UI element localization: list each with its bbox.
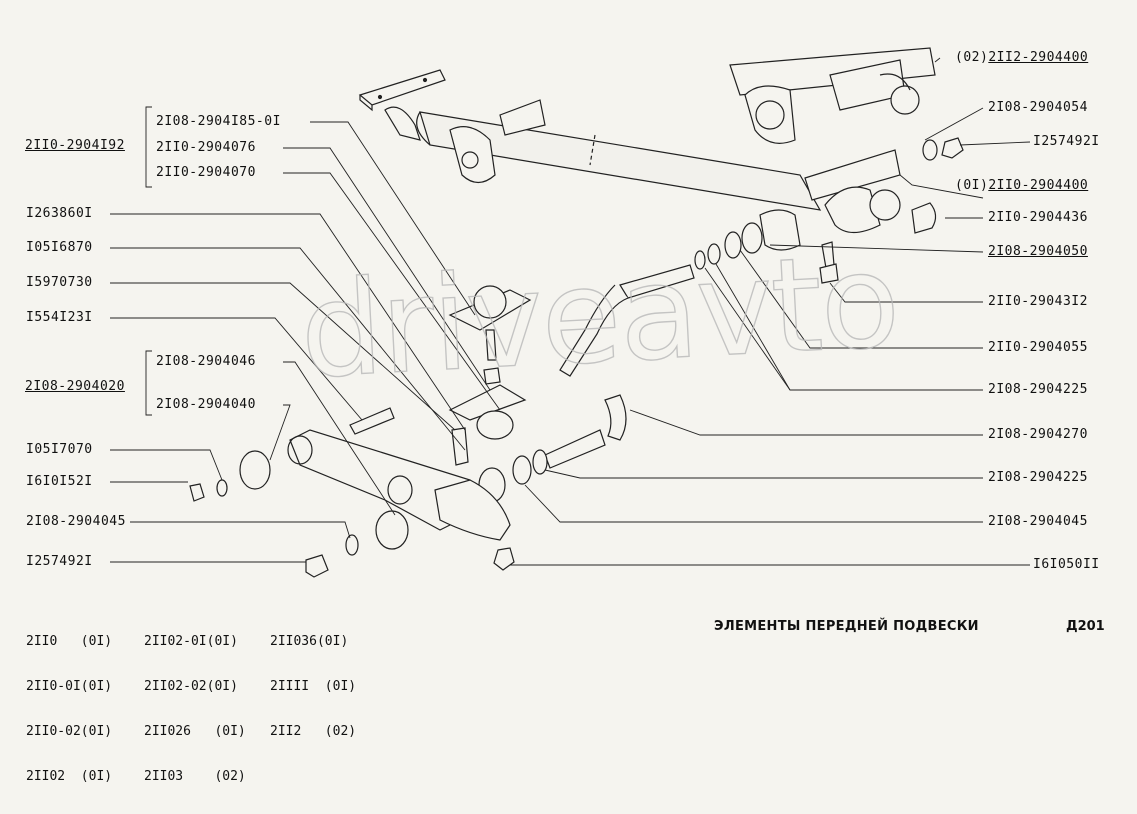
lower-arm (287, 429, 511, 541)
model-item: 2II2 (02) (270, 724, 357, 739)
label-r9: 2I08-2904225 (988, 382, 1088, 397)
label-r2: 2I08-2904054 (988, 100, 1088, 115)
exploded-diagram (110, 47, 1031, 578)
label-r3: I257492I (1033, 134, 1100, 149)
leader-lines (110, 57, 1031, 566)
model-item: 2II0-02(0I) (26, 724, 113, 739)
page-code: Д201 (1066, 619, 1105, 634)
label-l8: I257492I (26, 554, 93, 569)
upper-bracket-02 (729, 47, 936, 144)
label-r13: I6I050II (1033, 557, 1100, 572)
lower-bracket-01 (759, 149, 901, 251)
label-r4-code: 2II0-2904400 (988, 178, 1089, 193)
label-l5: I05I7070 (26, 442, 93, 457)
label-l3: I5970730 (26, 275, 93, 290)
cap-icon (911, 202, 937, 234)
label-r1-code: 2II2-2904400 (988, 50, 1089, 65)
model-item: 2II03 (02) (144, 769, 246, 784)
label-l1: I263860I (26, 206, 93, 221)
model-item: 2II0 (0I) (26, 634, 113, 649)
label-r1-prefix: (02) (955, 50, 989, 65)
label-r8: 2II0-2904055 (988, 340, 1088, 355)
crossmember (358, 69, 822, 211)
model-col-1: 2II0 (0I) 2II0-0I(0I) 2II0-02(0I) 2II02 … (26, 604, 112, 814)
label-r5: 2II0-2904436 (988, 210, 1088, 225)
label-r6: 2I08-2904050 (988, 244, 1088, 259)
label-r1: (02)2II2-2904400 (955, 50, 1088, 66)
label-l2: I05I6870 (26, 240, 93, 255)
label-g2-a: 2I08-2904046 (156, 354, 256, 369)
label-l6: I6I0I52I (26, 474, 93, 489)
label-group2: 2I08-2904020 (25, 379, 125, 394)
label-g2-b: 2I08-2904040 (156, 397, 256, 412)
model-item: 2II02-0I(0I) (144, 634, 238, 649)
label-g1-b: 2II0-2904076 (156, 140, 256, 155)
model-col-2: 2II02-0I(0I) 2II02-02(0I) 2II026 (0I) 2I… (144, 604, 246, 814)
nut-icon (941, 137, 964, 159)
label-r11: 2I08-2904225 (988, 470, 1088, 485)
diagram-title: ЭЛЕМЕНТЫ ПЕРЕДНЕЙ ПОДВЕСКИ (714, 619, 979, 634)
model-item: 2II02 (0I) (26, 769, 113, 784)
label-r10: 2I08-2904270 (988, 427, 1088, 442)
model-col-3: 2II036(0I) 2IIII (0I) 2II2 (02) (270, 604, 356, 769)
model-item: 2II02-02(0I) (144, 679, 238, 694)
label-g1-a: 2I08-2904I85-0I (156, 114, 281, 129)
label-r4-prefix: (0I) (955, 178, 989, 193)
label-l4: I554I23I (26, 310, 93, 325)
model-item: 2II026 (0I) (144, 724, 246, 739)
label-r12: 2I08-2904045 (988, 514, 1088, 529)
ball-joint (448, 285, 532, 440)
model-item: 2IIII (0I) (270, 679, 357, 694)
label-r4: (0I)2II0-2904400 (955, 178, 1088, 194)
label-g1-c: 2II0-2904070 (156, 165, 256, 180)
model-item: 2II036(0I) (270, 634, 349, 649)
label-l7: 2I08-2904045 (26, 514, 126, 529)
label-r7: 2II0-29043I2 (988, 294, 1088, 309)
strut-rod (544, 264, 695, 469)
model-item: 2II0-0I(0I) (26, 679, 113, 694)
label-group1: 2II0-2904I92 (25, 138, 125, 153)
washer-icon (922, 139, 938, 161)
